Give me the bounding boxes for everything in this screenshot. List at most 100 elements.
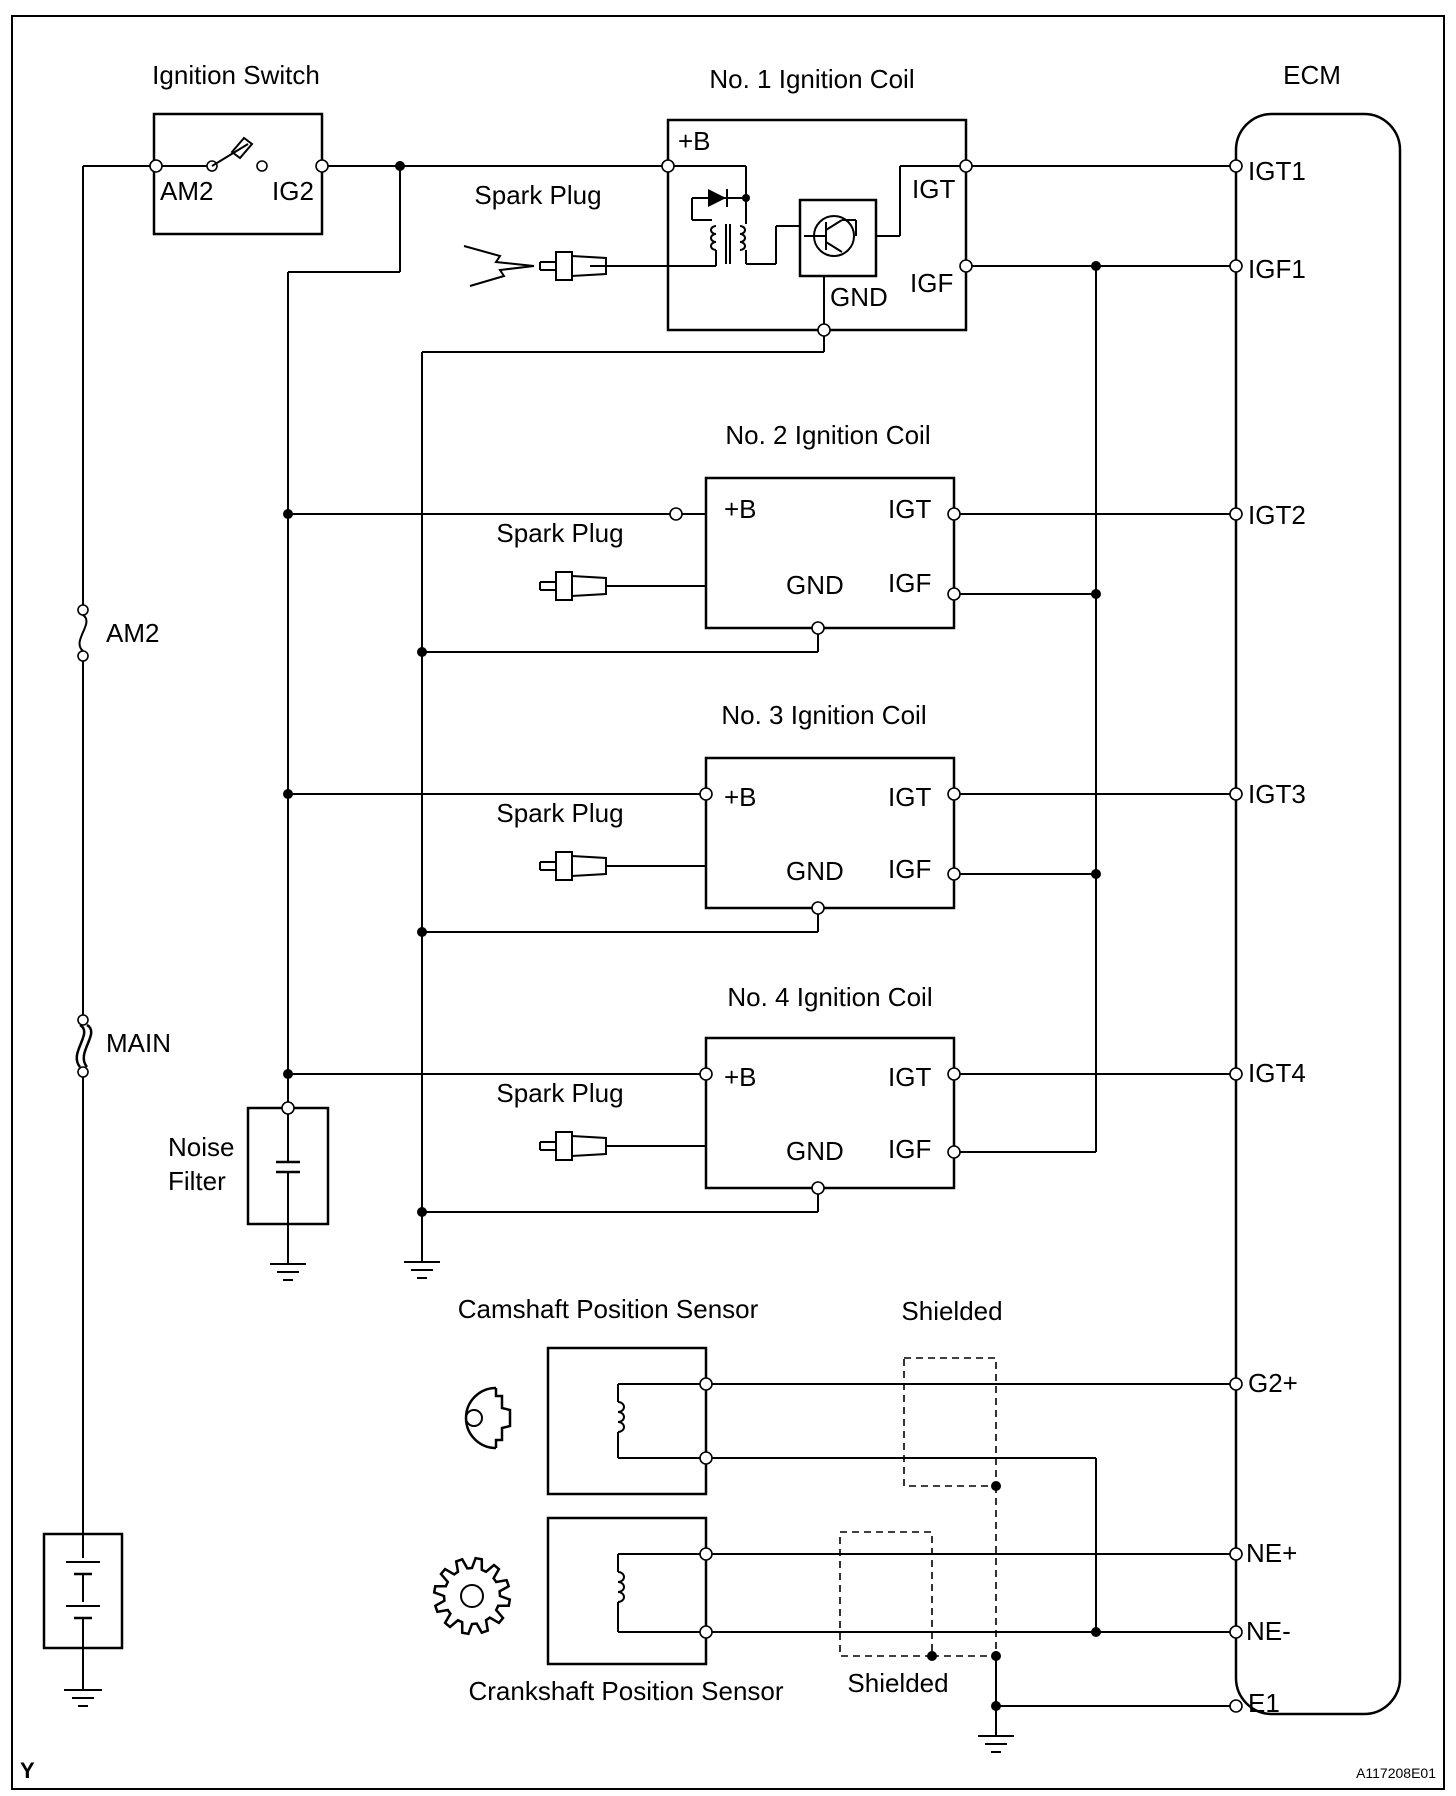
ecm-pins: IGT1 IGF1 IGT2 IGT3 IGT4 G2+ NE+ NE- E1 <box>1246 156 1306 1718</box>
coil4-igt-label: IGT <box>888 1062 931 1092</box>
fuse-am2-symbol <box>77 604 89 662</box>
coil3-igt-terminal <box>947 787 961 801</box>
coil2-box <box>704 476 956 630</box>
ignition-switch-contact <box>156 136 268 172</box>
ecm-pin-igt1: IGT1 <box>1248 156 1306 186</box>
camshaft-sensor-label: Camshaft Position Sensor <box>458 1294 759 1324</box>
coil1-igt-label: IGT <box>912 174 955 204</box>
sensor-signal-wiring <box>712 1383 1232 1736</box>
coil1-igf-label: IGF <box>910 268 953 298</box>
coil4-igf-terminal <box>947 1145 961 1159</box>
coil2-igt-terminal <box>947 507 961 521</box>
ignition-switch-box <box>152 112 324 236</box>
coil4-gnd-label: GND <box>786 1136 844 1166</box>
spark-plug-2-icon <box>539 571 706 601</box>
crankshaft-shield-label: Shielded <box>847 1668 948 1698</box>
coil3-b-terminal <box>699 787 713 801</box>
crankshaft-sensor-box <box>546 1516 708 1666</box>
crankshaft-sensor-label: Crankshaft Position Sensor <box>468 1676 783 1706</box>
corner-mark: Y <box>20 1758 35 1783</box>
ig2-power-bus <box>283 161 706 1108</box>
coil4-gnd-terminal <box>811 1181 825 1195</box>
ignition-switch-title: Ignition Switch <box>152 60 320 90</box>
coil3-title: No. 3 Ignition Coil <box>721 700 926 730</box>
coil1-internal-circuit <box>590 165 966 337</box>
coil4-box <box>704 1036 956 1190</box>
coil2-b-label: +B <box>724 494 757 524</box>
camshaft-sensor-terminal-2 <box>699 1451 713 1465</box>
battery-symbol <box>42 1532 124 1650</box>
coil3-box <box>704 756 956 910</box>
camshaft-sensor-terminal-1 <box>699 1377 713 1391</box>
coil2-igf-terminal <box>947 587 961 601</box>
battery-ground-icon <box>64 1689 102 1707</box>
coil2-gnd-label: GND <box>786 570 844 600</box>
spark-plug-4-icon <box>539 1131 706 1161</box>
coil2-spark-plug-label: Spark Plug <box>496 518 623 548</box>
ignition-switch-am2-label: AM2 <box>160 176 213 206</box>
coil2-igf-label: IGF <box>888 568 931 598</box>
camshaft-sensor-box <box>546 1346 708 1496</box>
coil3-b-label: +B <box>724 782 757 812</box>
crankshaft-sensor-terminal-2 <box>699 1625 713 1639</box>
coil3-spark-plug-label: Spark Plug <box>496 798 623 828</box>
crankshaft-shield <box>839 1531 1001 1661</box>
igf-signal-bus <box>960 261 1232 1153</box>
figure-code: A117208E01 <box>1356 1765 1436 1781</box>
camshaft-sensor-coil <box>617 1383 706 1459</box>
coil4-igf-label: IGF <box>888 1134 931 1164</box>
coil3-igf-terminal <box>947 867 961 881</box>
diagram-border <box>11 15 1445 1790</box>
coil-ground-bus <box>417 336 825 1262</box>
coil4-spark-plug-label: Spark Plug <box>496 1078 623 1108</box>
coil2-title: No. 2 Ignition Coil <box>725 420 930 450</box>
spark-plug-3-icon <box>539 851 706 881</box>
ecm-pin-igt2: IGT2 <box>1248 500 1306 530</box>
coil1-title: No. 1 Ignition Coil <box>709 64 914 94</box>
sensor-ground-icon <box>978 1735 1014 1753</box>
coil1-b-label: +B <box>678 126 711 156</box>
ecm-pin-g2-plus: G2+ <box>1248 1368 1298 1398</box>
ecm-pin-ne-plus: NE+ <box>1246 1538 1297 1568</box>
coil4-b-terminal <box>699 1067 713 1081</box>
coil4-title: No. 4 Ignition Coil <box>727 982 932 1012</box>
coil3-gnd-terminal <box>811 901 825 915</box>
ecm-terminals <box>1229 159 1243 1713</box>
crankshaft-timing-rotor-icon <box>432 1556 512 1636</box>
spark-plug-1-icon <box>463 245 607 287</box>
noise-filter-label-line2: Filter <box>168 1166 226 1196</box>
crankshaft-sensor-terminal-1 <box>699 1547 713 1561</box>
ecm-title: ECM <box>1283 60 1341 90</box>
coil1-spark-plug-label: Spark Plug <box>474 180 601 210</box>
coil1-igt-terminal <box>959 159 973 173</box>
coil2-b-terminal <box>669 507 683 521</box>
noise-filter-label-line1: Noise <box>168 1132 234 1162</box>
ecm-pin-igt4: IGT4 <box>1248 1058 1306 1088</box>
coil1-box <box>666 118 968 332</box>
ecm-pin-ne-minus: NE- <box>1246 1616 1291 1646</box>
ecm-pin-igt3: IGT3 <box>1248 779 1306 809</box>
ecm-pin-igf1: IGF1 <box>1248 254 1306 284</box>
ignition-switch-ig2-label: IG2 <box>272 176 314 206</box>
camshaft-shield <box>903 1357 1001 1654</box>
ignition-switch-ig2-terminal <box>315 159 329 173</box>
coil4-b-label: +B <box>724 1062 757 1092</box>
fuse-main-symbol <box>75 1014 93 1078</box>
coil1-gnd-label: GND <box>830 282 888 312</box>
camshaft-timing-rotor-icon <box>464 1386 512 1450</box>
noise-filter-capacitor-icon <box>270 1101 306 1281</box>
coil-ground-icon <box>404 1261 440 1279</box>
fuse-main-label: MAIN <box>106 1028 171 1058</box>
coil1-igf-terminal <box>959 259 973 273</box>
coil3-igf-label: IGF <box>888 854 931 884</box>
coil2-igt-label: IGT <box>888 494 931 524</box>
ecm-box <box>1234 112 1402 1716</box>
ignition-switch-am2-terminal <box>149 159 163 173</box>
coil3-igt-label: IGT <box>888 782 931 812</box>
battery-feed-wiring <box>82 165 156 1690</box>
coil1-b-terminal <box>661 159 675 173</box>
ecm-pin-e1: E1 <box>1248 1688 1280 1718</box>
coil4-igt-terminal <box>947 1067 961 1081</box>
